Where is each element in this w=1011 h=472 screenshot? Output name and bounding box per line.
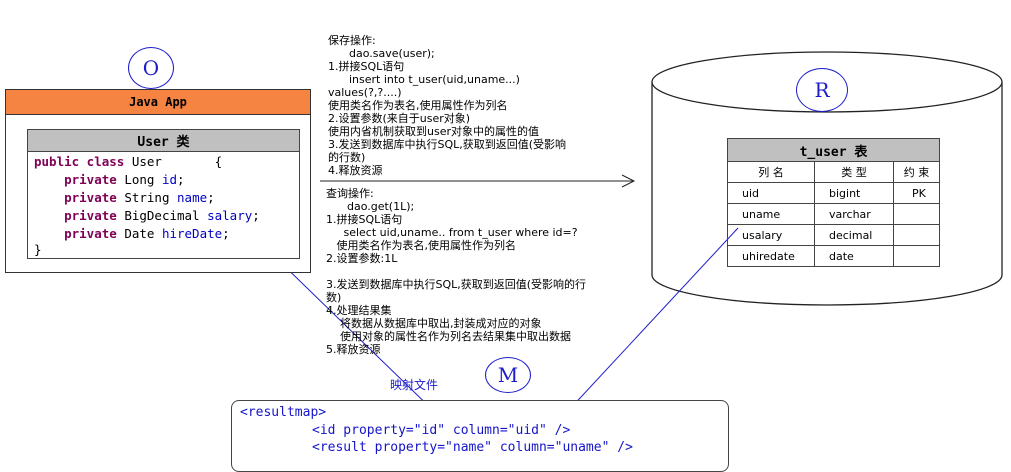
table-cell: bigint	[814, 182, 894, 204]
query-op-line: select uid,uname.. from t_user where id=…	[326, 226, 578, 239]
query-op-line: 使用类名作为表名,使用属性作为列名	[326, 239, 516, 252]
code-text: ;	[252, 208, 260, 223]
r-label: R	[796, 68, 848, 112]
xml-line: <resultmap>	[240, 405, 327, 420]
table-cell: uname	[727, 203, 815, 225]
user-class-title: User 类	[28, 130, 299, 152]
table-row: usalary decimal	[727, 224, 940, 246]
table-cell: date	[814, 245, 894, 267]
m-label: M	[485, 357, 531, 393]
table-cell	[893, 245, 940, 267]
code-type: BigDecimal	[116, 208, 208, 223]
code-type: Date	[116, 226, 162, 241]
code-field-name: salary	[207, 208, 253, 223]
user-class-box: User 类 public class User { private Long …	[27, 129, 300, 259]
code-text: ;	[222, 226, 230, 241]
query-op-line: 4.处理结果集	[326, 304, 392, 317]
code-keyword: public class	[34, 154, 125, 169]
code-text: ;	[207, 190, 215, 205]
o-label: O	[128, 47, 174, 89]
table-cell: PK	[893, 182, 940, 204]
code-line-field: private Long id;	[34, 172, 185, 187]
table-cell: usalary	[727, 224, 815, 246]
java-app-box: Java App User 类 public class User { priv…	[5, 89, 311, 273]
java-app-title: Java App	[6, 90, 310, 115]
query-op-line: 3.发送到数据库中执行SQL,获取到返回值(受影响的行	[326, 278, 587, 291]
table-row: uname varchar	[727, 203, 940, 225]
save-op-line: 使用内省机制获取到user对象中的属性的值	[328, 125, 539, 138]
code-line-close: }	[34, 242, 42, 257]
query-op-line: dao.get(1L);	[326, 200, 415, 213]
save-op-line: 1.拼接SQL语句	[328, 60, 405, 73]
query-op-line: 2.设置参数:1L	[326, 252, 398, 265]
table-row: uhiredate date	[727, 245, 940, 267]
t-user-table: t_user 表 列 名 类 型 约 束 uid bigint PK uname…	[727, 138, 940, 267]
save-op-line: values(?,?....)	[328, 86, 402, 99]
code-line-field: private String name;	[34, 190, 215, 205]
code-type: Long	[116, 172, 162, 187]
code-line-class: public class User {	[34, 154, 222, 169]
code-field-name: hireDate	[161, 226, 223, 241]
save-op-line: 2.设置参数(来自于user对象)	[328, 112, 471, 125]
table-cell: uhiredate	[727, 245, 815, 267]
xml-line: <result property="name" column="uname" /…	[312, 440, 633, 455]
table-cell: varchar	[814, 203, 894, 225]
code-keyword: private	[64, 208, 117, 223]
mapping-line-uid	[554, 227, 739, 426]
query-op-line: 将数据从数据库中取出,封装成对应的对象	[326, 317, 542, 330]
code-keyword: private	[64, 172, 117, 187]
xml-line: <id property="id" column="uid" />	[312, 423, 571, 438]
table-cell	[893, 224, 940, 246]
query-op-line: 数)	[326, 291, 342, 304]
save-op-line: insert into t_user(uid,uname...)	[328, 73, 520, 86]
save-op-line: 3.发送到数据库中执行SQL,获取到返回值(受影响	[328, 138, 567, 151]
flow-arrow	[320, 174, 636, 188]
code-type: String	[116, 190, 178, 205]
column-header: 约 束	[893, 161, 940, 183]
save-op-line: 保存操作:	[328, 34, 376, 47]
code-text: User {	[124, 154, 223, 169]
code-keyword: private	[64, 190, 117, 205]
query-op-line: 1.拼接SQL语句	[326, 213, 403, 226]
column-header: 列 名	[727, 161, 815, 183]
code-line-field: private BigDecimal salary;	[34, 208, 260, 223]
mapping-file-label: 映射文件	[390, 378, 439, 392]
table-title: t_user 表	[727, 138, 940, 162]
save-op-line: 4.释放资源	[328, 164, 383, 177]
code-text: ;	[177, 172, 185, 187]
code-line-field: private Date hireDate;	[34, 226, 230, 241]
code-field-name: id	[161, 172, 178, 187]
save-op-line: 的行数)	[328, 151, 366, 164]
code-keyword: private	[64, 226, 117, 241]
column-header: 类 型	[814, 161, 894, 183]
table-cell: uid	[727, 182, 815, 204]
resultmap-box: <resultmap> <id property="id" column="ui…	[231, 400, 729, 472]
code-field-name: name	[177, 190, 208, 205]
save-op-line: 使用类名作为表名,使用属性作为列名	[328, 99, 508, 112]
table-row: uid bigint PK	[727, 182, 940, 204]
table-cell	[893, 203, 940, 225]
query-op-line: 5.释放资源	[326, 343, 381, 356]
query-op-line: 查询操作:	[326, 187, 374, 200]
table-cell: decimal	[814, 224, 894, 246]
save-op-line: dao.save(user);	[328, 47, 435, 60]
query-op-line: 使用对象的属性名作为列名去结果集中取出数据	[326, 330, 571, 343]
